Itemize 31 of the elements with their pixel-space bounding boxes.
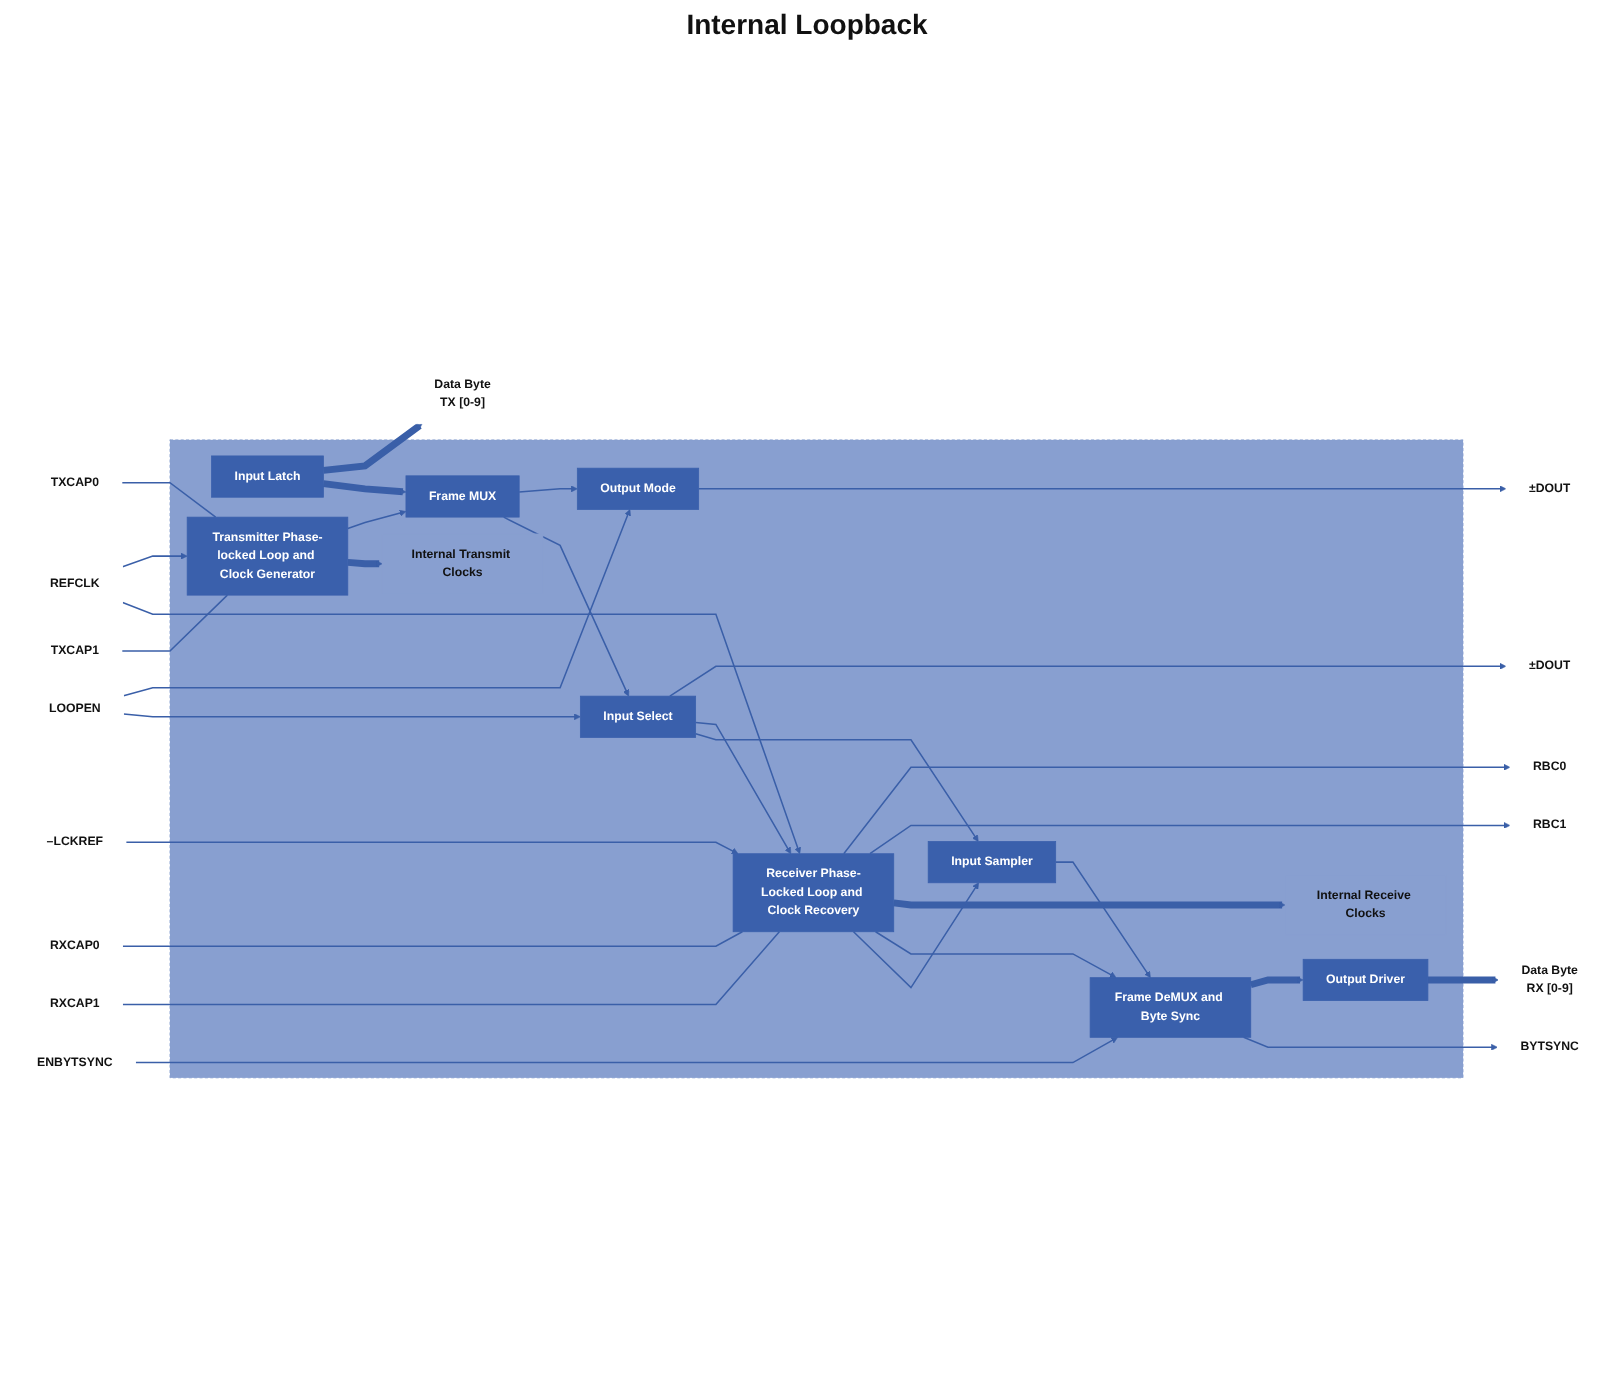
arrow (133, 1037, 1117, 1064)
arrow (1426, 976, 1498, 984)
arrow (1248, 976, 1303, 989)
arrow (842, 764, 1510, 855)
arrow (851, 882, 978, 990)
arrow (121, 509, 630, 697)
arrow (1241, 1036, 1497, 1051)
arrow (346, 510, 406, 530)
connector (120, 931, 743, 948)
arrow (501, 516, 629, 697)
arrow (121, 713, 580, 721)
arrow (517, 485, 577, 494)
arrow (1053, 861, 1150, 979)
connector (120, 931, 780, 1006)
arrow (322, 480, 406, 496)
connector (120, 482, 216, 519)
arrow (892, 899, 1285, 909)
arrow (120, 553, 187, 568)
arrow (346, 559, 382, 568)
arrow (124, 841, 738, 855)
arrow (120, 602, 800, 855)
arrow (693, 722, 791, 855)
arrow (668, 663, 1506, 698)
arrow (696, 485, 1506, 493)
connector (120, 594, 228, 653)
arrow (868, 822, 1510, 855)
arrow (873, 931, 1116, 979)
arrow (693, 733, 978, 843)
note-text: Internal Loopback (686, 8, 928, 40)
arrow (322, 423, 422, 475)
cluster (168, 439, 1463, 1079)
